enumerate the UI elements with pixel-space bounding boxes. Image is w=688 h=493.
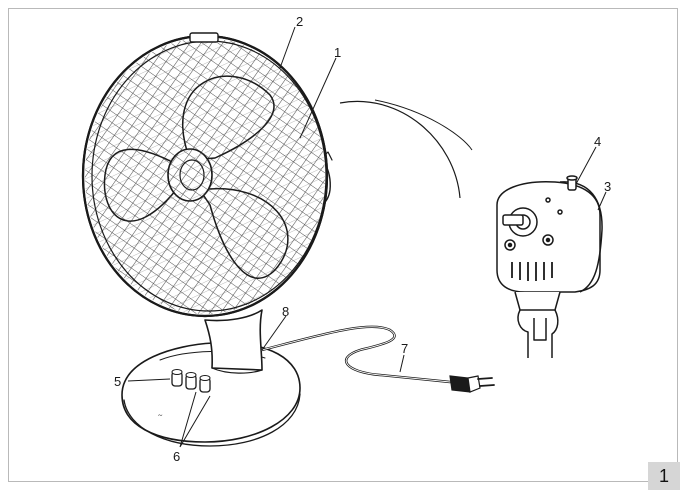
motor-head bbox=[496, 175, 603, 358]
oscillation-arc bbox=[339, 99, 473, 199]
callout-6: 6 bbox=[173, 449, 180, 464]
callout-5: 5 bbox=[114, 374, 121, 389]
fan-base bbox=[121, 341, 301, 447]
callout-3: 3 bbox=[604, 179, 611, 194]
callout-8: 8 bbox=[282, 304, 289, 319]
callout-2: 2 bbox=[296, 14, 303, 29]
fan: ~ bbox=[81, 32, 333, 447]
speed-knobs: ~ bbox=[158, 369, 211, 420]
figure-number-badge: 1 bbox=[648, 462, 680, 490]
svg-text:~: ~ bbox=[158, 411, 163, 420]
leader-lines bbox=[127, 26, 607, 448]
callout-1: 1 bbox=[334, 45, 341, 60]
fan-stand bbox=[204, 309, 263, 371]
power-cord bbox=[260, 325, 495, 393]
callout-7: 7 bbox=[401, 341, 408, 356]
callout-4: 4 bbox=[594, 134, 601, 149]
